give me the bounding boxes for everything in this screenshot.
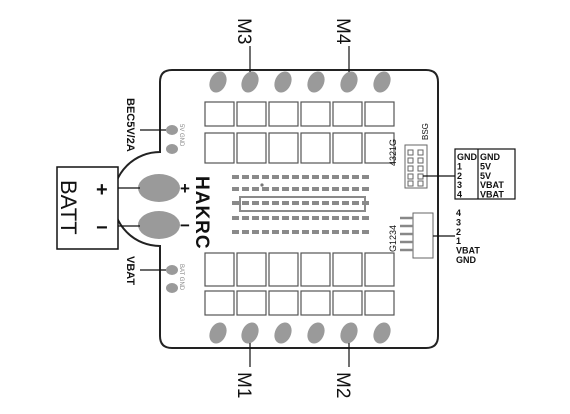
battery-box (56, 166, 119, 250)
motor-pad (307, 322, 325, 344)
pin-header-top-pins (407, 149, 424, 187)
signal-connector (412, 212, 434, 259)
center-components (232, 175, 370, 234)
pin-table-pin: 1 (457, 161, 462, 171)
motor-label-m3: M3 (233, 18, 254, 44)
vbat-pad-gnd (166, 283, 178, 293)
signal-list-item: VBAT (456, 246, 480, 256)
motor-pad (340, 322, 358, 344)
battery-pad-minus (138, 211, 180, 239)
motor-pad (274, 322, 292, 344)
label-g1234: G1234 (388, 225, 398, 252)
vbat-label: VBAT (124, 256, 136, 285)
signal-list-item: GND (456, 255, 477, 265)
mosfets-top (204, 101, 395, 164)
motor-label-m1: M1 (233, 372, 254, 398)
leader-lines (118, 46, 455, 367)
signal-connector-leads (400, 216, 413, 252)
motor-pad (209, 322, 227, 344)
bec-pad-gnd (166, 144, 178, 154)
battery-label: BATT (56, 180, 81, 235)
vbat-pad-bat (166, 265, 178, 275)
label-bsg: BSG (421, 123, 430, 140)
motor-pad (209, 71, 227, 93)
motor-pad (241, 322, 259, 344)
pad-plus-label: + (180, 179, 190, 198)
board-logo: HAKRC (191, 176, 212, 250)
pin-table-function: 5V (480, 161, 491, 171)
pin-table-function: GND (480, 152, 501, 162)
motor-pads-top (209, 71, 391, 93)
pin-table-pin: 4 (457, 190, 462, 200)
pad-minus-label: − (180, 216, 190, 235)
motor-pad (241, 71, 259, 93)
motor-pad (340, 71, 358, 93)
signal-list-item: 4 (456, 208, 461, 218)
center-chip (239, 196, 366, 212)
battery-minus-label: − (96, 217, 108, 239)
bec-pads-label: 5V GND (178, 124, 184, 147)
motor-label-m4: M4 (332, 18, 353, 45)
vbat-pads-label: BAT GND (178, 264, 184, 291)
pin-table-function: VBAT (480, 180, 504, 190)
bec-pad-5v (166, 125, 178, 135)
battery-plus-label: + (96, 179, 108, 201)
motor-pad (373, 71, 391, 93)
signal-list-item: 2 (456, 227, 461, 237)
pin-table-pin: 2 (457, 171, 462, 181)
pin-table-function: 5V (480, 171, 491, 181)
signal-list-item: 3 (456, 217, 461, 227)
pin-table-function: VBAT (480, 190, 504, 200)
motor-pad (307, 71, 325, 93)
pin-table-pin: 3 (457, 180, 462, 190)
motor-label-m2: M2 (332, 372, 353, 398)
motor-pads-bottom (209, 322, 391, 344)
pin-table-pin: GND (457, 152, 478, 162)
mosfets-bottom (204, 252, 395, 316)
motor-pad (274, 71, 292, 93)
motor-pad (373, 322, 391, 344)
center-dot (260, 183, 264, 187)
label-4321g: 4321G (388, 139, 398, 166)
bec-label: BEC5V/2A (124, 98, 136, 152)
battery-pad-plus (138, 174, 180, 202)
signal-list-item: 1 (456, 236, 461, 246)
